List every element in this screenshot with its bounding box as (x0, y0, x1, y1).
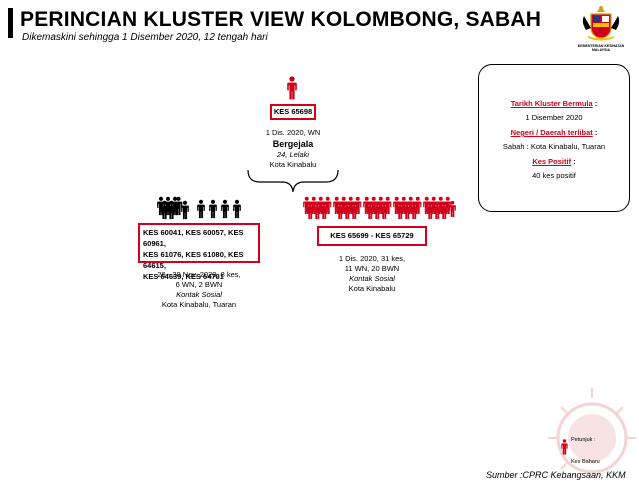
logo-caption: KEMENTERIAN KESIHATAN MALAYSIA (577, 44, 625, 52)
index-case-location: Kota Kinabalu (269, 160, 317, 169)
right-group-detail: 11 WN, 20 BWN (344, 264, 400, 273)
page-subtitle: Dikemaskini sehingga 1 Disember 2020, 12… (22, 32, 268, 43)
legend-title: Petunjuk : (571, 437, 596, 443)
legend: Petunjuk : Kes Baharu (567, 437, 617, 467)
right-group-person-icons (303, 196, 459, 222)
left-group-person-icons (157, 196, 241, 222)
index-case-details: 1 Dis. 2020, WN Bergejala 24, Lelaki Kot… (230, 128, 356, 170)
right-cases-box: KES 65699 - KES 65729 (317, 226, 427, 246)
positive-heading: Kes Positif : (532, 157, 576, 166)
source-note: Sumber :CPRC Kebangsaan, KKM (486, 470, 626, 480)
start-date-heading: Tarikh Kluster Bermula : (510, 99, 598, 108)
left-cases-line: KES 64639, KES 64701 (143, 272, 224, 281)
person-icon (209, 200, 217, 218)
left-cases-line: KES 61076, KES 61080, KES 64615, (143, 250, 244, 270)
person-icon (221, 200, 229, 218)
person-icon (197, 200, 205, 218)
right-group-type: Kontak Sosial (349, 274, 395, 283)
coat-of-arms-icon: KEMENTERIAN KESIHATAN MALAYSIA (578, 4, 624, 52)
positive-label: Kes Positif (532, 157, 572, 166)
index-case-id: KES 65698 (273, 107, 313, 116)
start-date-value: 1 Disember 2020 (525, 113, 583, 122)
title-accent-bar (8, 8, 13, 38)
person-icon (287, 76, 297, 100)
positive-value: 40 kes positif (532, 171, 576, 180)
left-cases-line: KES 60041, KES 60057, KES 60961, (143, 228, 244, 248)
right-group-details: 1 Dis. 2020, 31 kes, 11 WN, 20 BWN Konta… (310, 254, 434, 294)
index-case-box: KES 65698 (270, 104, 316, 120)
left-group-detail: 26 - 30 Nov. 2020, 8 kes, (157, 270, 241, 279)
virus-watermark-icon (548, 388, 636, 474)
state-label: Negeri / Daerah terlibat (510, 128, 593, 137)
left-cases-box: KES 60041, KES 60057, KES 60961, KES 610… (138, 223, 260, 281)
index-case-status: Bergejala (272, 139, 314, 149)
right-group-location: Kota Kinabalu (348, 284, 396, 293)
left-group-type: Kontak Sosial (176, 290, 222, 299)
start-date-label: Tarikh Kluster Bermula (510, 99, 593, 108)
index-case-date: 1 Dis. 2020, WN (265, 128, 321, 137)
legend-item-label: Kes Baharu (571, 459, 600, 465)
person-icon (233, 200, 241, 218)
cluster-info-box: Tarikh Kluster Bermula : 1 Disember 2020… (478, 64, 630, 212)
person-icon (561, 439, 568, 460)
left-group-detail: 6 WN, 2 BWN (175, 280, 223, 289)
state-value: Sabah : Kota Kinabalu, Tuaran (502, 142, 606, 151)
left-group-location: Kota Kinabalu, Tuaran (161, 300, 237, 309)
state-heading: Negeri / Daerah terlibat : (510, 128, 598, 137)
left-group-details: 26 - 30 Nov. 2020, 8 kes, 6 WN, 2 BWN Ko… (138, 270, 260, 310)
right-group-detail: 1 Dis. 2020, 31 kes, (338, 254, 406, 263)
page-title: PERINCIAN KLUSTER VIEW KOLOMBONG, SABAH (20, 8, 542, 31)
index-case-profile: 24, Lelaki (276, 150, 310, 159)
curly-brace-icon (247, 169, 339, 193)
right-cases-id: KES 65699 - KES 65729 (330, 231, 414, 240)
